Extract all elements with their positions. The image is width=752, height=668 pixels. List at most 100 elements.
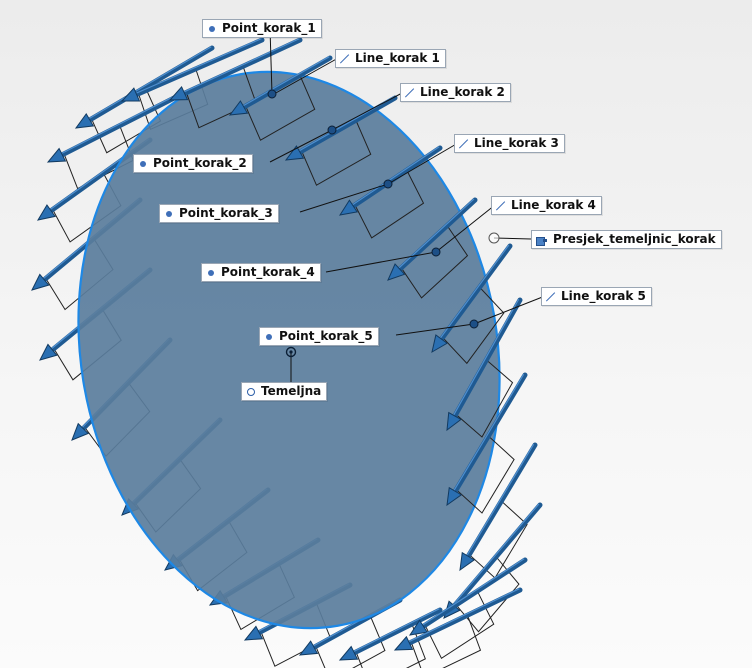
label-line-korak-2[interactable]: Line_korak 2 (400, 83, 511, 102)
step-arrow-head (431, 334, 449, 354)
point-marker[interactable] (267, 89, 277, 99)
reference-marker[interactable] (285, 346, 297, 358)
line-icon (405, 88, 415, 98)
step-arrow-shaft (346, 607, 443, 659)
label-text: Temeljna (261, 384, 322, 398)
point-icon (206, 268, 216, 278)
label-text: Point_korak_3 (179, 206, 273, 220)
step-arrow-head (168, 86, 189, 101)
step-arrow-head (74, 112, 95, 129)
label-point-korak-5[interactable]: Point_korak_5 (259, 327, 379, 346)
point-icon (207, 24, 217, 34)
step-arrow-head (298, 640, 319, 656)
section-icon (536, 235, 548, 246)
geometry-markers (267, 89, 500, 358)
step-arrow-shaft (128, 37, 265, 100)
line-icon (546, 292, 556, 302)
step-arrow-shaft (449, 297, 523, 424)
step-arrow-highlight (436, 244, 510, 344)
step-arrow-shaft (415, 557, 528, 633)
step-arrow-shaft (176, 37, 303, 99)
step-arrow-highlight (393, 198, 475, 273)
section-marker[interactable] (488, 232, 500, 244)
label-line-korak-4[interactable]: Line_korak 4 (491, 196, 602, 215)
label-line-korak-1[interactable]: Line_korak 1 (335, 49, 446, 68)
point-marker[interactable] (327, 125, 337, 135)
step-arrow-head (446, 411, 462, 432)
step-arrow-shaft (447, 502, 543, 613)
line-icon (340, 54, 350, 64)
step-arrow-highlight (348, 608, 440, 655)
leader-line (269, 129, 333, 163)
leader-line (473, 295, 546, 325)
step-arrow-highlight (448, 503, 540, 610)
label-text: Line_korak 2 (420, 85, 505, 99)
step-arrow-head (387, 263, 406, 281)
step-arrow-highlight (417, 558, 525, 629)
label-presjek-temeljnic-korak[interactable]: Presjek_temeljnic_korak (531, 230, 722, 249)
point-marker[interactable] (469, 319, 479, 329)
label-line-korak-3[interactable]: Line_korak 3 (454, 134, 565, 153)
step-arrow-highlight (130, 38, 262, 97)
step-arrow-shaft (449, 372, 528, 499)
line-icon (459, 139, 469, 149)
leader-line (493, 237, 532, 240)
step-arrow-head (408, 619, 429, 636)
leader-line (331, 91, 405, 131)
step-arrow-shaft (345, 145, 443, 212)
leader-line (273, 56, 341, 95)
step-arrow-head (243, 625, 264, 641)
label-point-korak-4[interactable]: Point_korak_4 (201, 263, 321, 282)
step-arrow-head (446, 486, 463, 507)
leader-lines (269, 27, 546, 382)
label-line-korak-5[interactable]: Line_korak 5 (541, 287, 652, 306)
label-text: Point_korak_4 (221, 265, 315, 279)
leader-line (269, 27, 273, 95)
step-arrow-highlight (347, 146, 440, 209)
step-arrow-highlight (450, 298, 520, 421)
label-text: Line_korak 1 (355, 51, 440, 65)
step-arrow-highlight (237, 56, 330, 110)
step-arrow-head (228, 100, 249, 116)
step-arrow-head (71, 422, 90, 441)
spiral-steps-front (168, 37, 543, 668)
leader-line (299, 183, 389, 213)
step-arrow-highlight (83, 46, 212, 123)
reference-marker-center (289, 350, 293, 354)
point-icon (138, 159, 148, 169)
label-text: Line_korak 5 (561, 289, 646, 303)
label-text: Point_korak_1 (222, 21, 316, 35)
label-text: Point_korak_2 (153, 156, 247, 170)
step-arrow-head (338, 199, 359, 216)
leader-line (435, 204, 496, 253)
step-arrow-highlight (463, 443, 535, 561)
step-arrow-head (36, 204, 56, 221)
label-text: Line_korak 3 (474, 136, 559, 150)
step-arrow-shaft (236, 55, 333, 113)
step-arrow-highlight (403, 588, 520, 645)
line-icon (496, 201, 506, 211)
step-arrow-head (120, 87, 141, 102)
step-arrow-highlight (55, 93, 180, 157)
label-text: Point_korak_5 (279, 329, 373, 343)
point-icon (164, 209, 174, 219)
label-temeljna[interactable]: Temeljna (241, 382, 328, 401)
point-marker[interactable] (383, 179, 393, 189)
label-point-korak-3[interactable]: Point_korak_3 (159, 204, 279, 223)
step-arrow-head (39, 343, 58, 361)
step-arrow-head (459, 551, 476, 572)
label-point-korak-1[interactable]: Point_korak_1 (202, 19, 322, 38)
step-arrow-head (46, 147, 67, 163)
label-text: Presjek_temeljnic_korak (553, 232, 716, 246)
leader-line (325, 251, 437, 273)
label-point-korak-2[interactable]: Point_korak_2 (133, 154, 253, 173)
point-marker[interactable] (431, 247, 441, 257)
step-arrow-shaft (292, 95, 398, 158)
step-arrow-highlight (450, 373, 525, 496)
step-arrow-highlight (178, 38, 300, 95)
step-arrow-shaft (392, 197, 478, 276)
point-icon (264, 332, 274, 342)
step-arrow-shaft (82, 45, 215, 126)
label-text: Line_korak 4 (511, 198, 596, 212)
